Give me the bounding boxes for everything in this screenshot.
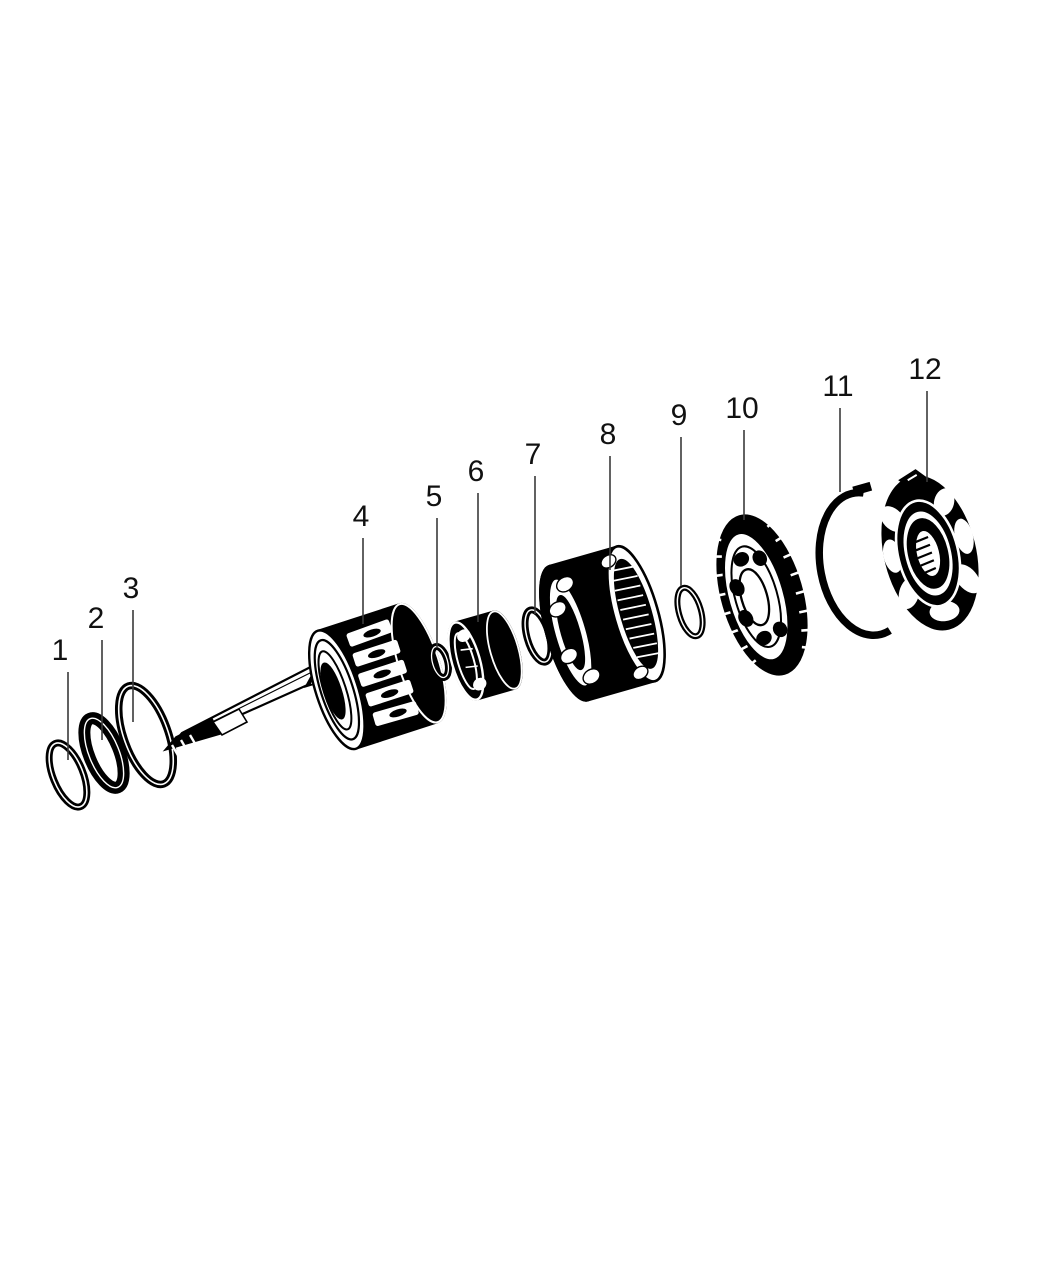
part-thrust-bearing-small — [428, 642, 452, 682]
callout-11[interactable]: 11 — [822, 370, 854, 492]
callout-label-3: 3 — [123, 572, 140, 605]
callout-label-8: 8 — [600, 418, 617, 451]
part-input-shaft-clutch-drum — [162, 602, 447, 758]
part-seal-ring-small — [45, 739, 91, 811]
callout-9[interactable]: 9 — [671, 399, 688, 586]
part-snap-ring — [815, 481, 892, 640]
part-seal-ring-large — [114, 681, 178, 789]
callout-7[interactable]: 7 — [525, 438, 542, 614]
part-thrust-washer-rear — [674, 584, 706, 640]
clutch-drum — [307, 602, 447, 751]
callout-label-6: 6 — [468, 455, 485, 488]
callout-label-2: 2 — [88, 602, 105, 635]
callout-4[interactable]: 4 — [353, 500, 370, 624]
callout-label-4: 4 — [353, 500, 370, 533]
callout-3[interactable]: 3 — [123, 572, 140, 722]
callout-label-9: 9 — [671, 399, 688, 432]
callout-label-1: 1 — [52, 634, 69, 667]
callout-2[interactable]: 2 — [88, 602, 105, 740]
part-front-planetary-carrier — [539, 544, 666, 702]
callout-1[interactable]: 1 — [52, 634, 69, 760]
callout-6[interactable]: 6 — [468, 455, 485, 622]
callout-label-11: 11 — [822, 370, 853, 403]
callout-10[interactable]: 10 — [725, 392, 759, 520]
part-sun-gear-hub — [447, 610, 523, 701]
part-seal-ring-medium — [78, 712, 130, 794]
callout-label-5: 5 — [426, 480, 443, 513]
callout-label-10: 10 — [725, 392, 758, 425]
callout-12[interactable]: 12 — [908, 353, 942, 482]
callout-5[interactable]: 5 — [426, 480, 443, 648]
part-rear-planetary-carrier-gear — [707, 514, 816, 676]
callout-label-7: 7 — [525, 438, 542, 471]
callout-layer: 1 2 3 4 5 6 — [52, 353, 942, 760]
callout-8[interactable]: 8 — [600, 418, 617, 570]
part-rear-carrier-housing — [880, 469, 981, 631]
callout-label-12: 12 — [908, 353, 941, 386]
